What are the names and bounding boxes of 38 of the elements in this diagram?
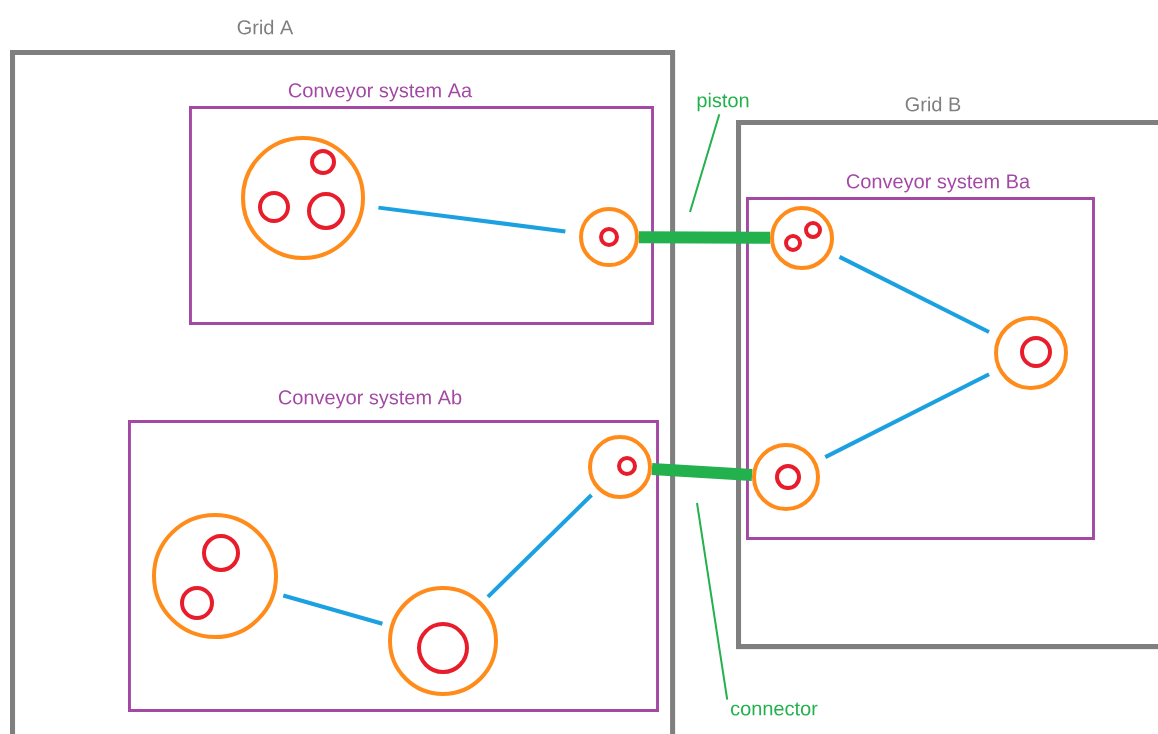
inner-circle <box>1020 336 1052 368</box>
inner-circle <box>775 464 801 490</box>
inner-circle <box>307 192 345 230</box>
inner-circle <box>258 191 290 223</box>
conveyor-box: Conveyor system Ba <box>746 174 1095 540</box>
connector-line <box>282 593 383 626</box>
outer-circle <box>752 443 820 511</box>
inner-circle <box>180 586 214 620</box>
leader-line <box>689 113 721 213</box>
connector-line <box>824 372 990 459</box>
outer-circle <box>388 586 498 696</box>
outer-circle <box>241 136 365 260</box>
node-label: Conveyor system Ab <box>278 389 462 409</box>
outer-circle <box>588 435 652 499</box>
inner-circle <box>310 149 336 175</box>
inner-circle <box>599 227 619 247</box>
conveyor-box: Conveyor system Ab <box>128 389 659 712</box>
connector-line <box>486 493 593 599</box>
outer-circle <box>994 316 1068 390</box>
callout-label: connector <box>731 702 818 716</box>
connector-line <box>378 205 566 234</box>
node-label: Conveyor system Ba <box>846 174 1031 193</box>
node-label: Grid B <box>905 96 961 112</box>
outer-circle <box>770 206 834 270</box>
leader-line <box>696 502 729 701</box>
connector-line <box>838 255 990 334</box>
callout-label: piston <box>697 92 749 112</box>
inner-circle <box>617 456 637 476</box>
piston-bar <box>638 231 771 244</box>
outer-circle <box>152 513 278 639</box>
inner-circle <box>784 234 802 252</box>
inner-circle <box>417 622 469 674</box>
outer-circle <box>579 207 639 267</box>
node-label: Grid A <box>237 19 294 35</box>
inner-circle <box>804 221 822 239</box>
conveyor-box: Conveyor system Aa <box>189 83 654 325</box>
node-label: Conveyor system Aa <box>288 83 473 102</box>
inner-circle <box>202 534 240 572</box>
